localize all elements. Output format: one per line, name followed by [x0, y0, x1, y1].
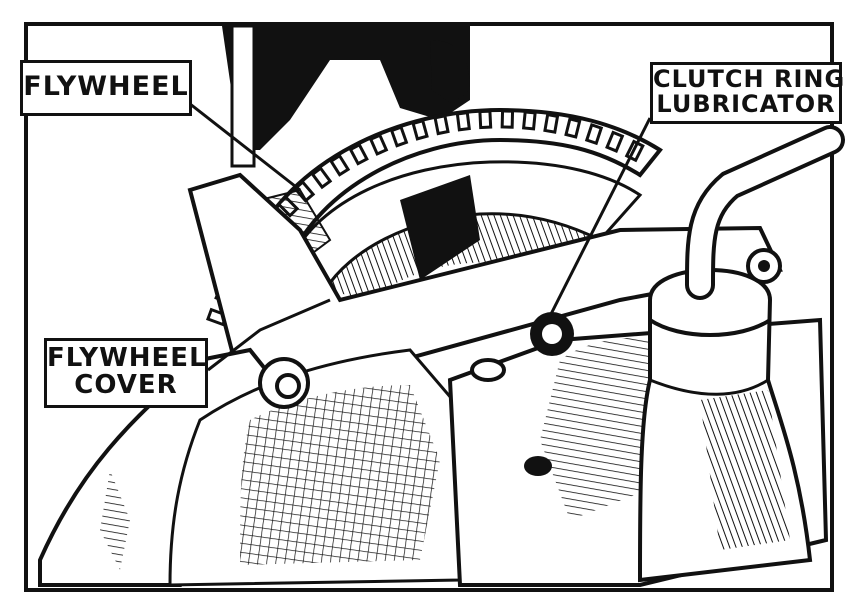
clutch-ring-lubricator-label: CLUTCH RING LUBRICATOR — [650, 62, 846, 124]
flywheel-tooth — [329, 153, 351, 177]
flywheel-tooth — [478, 109, 493, 130]
flywheel-tooth — [368, 133, 389, 156]
flywheel-tooth — [605, 130, 625, 153]
flywheel-label-text: FLYWHEEL — [23, 71, 189, 102]
flywheel-tooth — [564, 117, 582, 139]
clutch-label-line1: CLUTCH RING — [653, 65, 846, 93]
flywheel-tooth — [500, 109, 515, 129]
flywheel-tooth — [310, 166, 333, 190]
flywheel-cover-label-line1: FLYWHEEL — [47, 343, 207, 373]
flywheel-tooth — [543, 112, 560, 134]
flywheel-tooth — [433, 114, 450, 136]
flywheel-tooth — [521, 110, 537, 131]
flywheel-cover — [38, 172, 783, 587]
leader-lines — [184, 98, 652, 372]
flywheel-tooth — [389, 125, 409, 148]
background-shadow — [222, 26, 470, 150]
clutch-ring-lubricator — [637, 125, 845, 583]
flywheel-cover-label: FLYWHEEL COVER — [44, 338, 208, 408]
flywheel-cover-label-line2: COVER — [74, 370, 178, 401]
flywheel-tooth — [411, 118, 429, 141]
flywheel-tooth — [455, 111, 471, 132]
flywheel-tooth — [584, 123, 604, 146]
flywheel-tooth — [348, 142, 369, 166]
flywheel-label: FLYWHEEL — [20, 60, 192, 116]
clutch-label-line2: LUBRICATOR — [656, 90, 836, 119]
